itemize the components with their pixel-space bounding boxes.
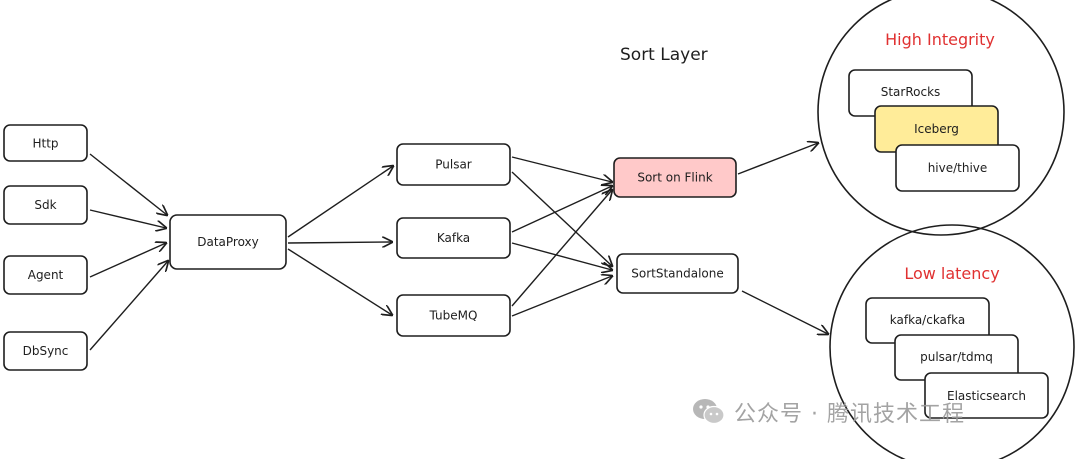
target-node-label: Elasticsearch [947,389,1026,403]
watermark: 公众号 · 腾讯技术工程 [692,396,965,428]
sort-flink-node: Sort on Flink [613,157,737,198]
dataproxy-label: DataProxy [197,235,259,249]
edge-dataproxy-pulsar [287,166,393,238]
target-node-pulsar-tdmq: pulsar/tdmq [894,334,1019,381]
target-node-label: kafka/ckafka [890,313,965,327]
edge-pulsar-standalone [511,171,612,266]
source-node-label: Sdk [34,198,56,212]
target-node-kafka-ckafka: kafka/ckafka [865,297,990,344]
target-node-iceberg: Iceberg [874,105,999,153]
sort-standalone-label: SortStandalone [631,267,724,281]
edge-kafka-flink [511,186,612,233]
low-latency-group: Low latency kafka/ckafka pulsar/tdmq Ela… [829,224,1075,459]
source-node-http: Http [3,124,88,162]
edge-http-dataproxy [89,153,167,215]
edge-kafka-standalone [511,242,612,270]
target-node-elasticsearch: Elasticsearch [924,372,1049,419]
source-node-sdk: Sdk [3,185,88,225]
queue-node-kafka: Kafka [396,217,511,259]
dataproxy-node: DataProxy [169,214,287,270]
low-latency-title: Low latency [904,264,999,283]
edge-standalone-low-latency [741,290,828,334]
target-node-hive: hive/thive [895,144,1020,192]
high-integrity-group: High Integrity StarRocks Iceberg hive/th… [817,0,1065,236]
target-node-label: pulsar/tdmq [920,350,993,364]
edge-dataproxy-tubemq [287,248,392,315]
source-node-label: Http [32,137,58,151]
target-node-label: hive/thive [928,161,988,175]
edge-tubemq-standalone [511,276,612,317]
queue-node-tubemq: TubeMQ [396,294,511,337]
watermark-text: 公众号 · 腾讯技术工程 [734,402,965,427]
target-node-label: Iceberg [914,122,959,136]
edge-dataproxy-kafka [287,242,392,243]
wechat-icon [693,399,725,425]
queue-node-label: TubeMQ [429,309,478,323]
target-node-label: StarRocks [881,85,941,99]
sort-flink-label: Sort on Flink [637,171,712,185]
high-integrity-title: High Integrity [885,30,995,49]
edge-flink-high-integrity [737,143,818,175]
source-node-dbsync: DbSync [3,331,88,371]
source-node-label: Agent [28,268,64,282]
sort-standalone-node: SortStandalone [616,253,739,294]
edge-sdk-dataproxy [89,209,166,228]
edge-tubemq-flink [511,190,612,307]
edge-pulsar-flink [511,156,612,182]
source-node-label: DbSync [23,344,69,358]
sort-layer-title: Sort Layer [620,45,708,65]
queue-node-label: Pulsar [435,158,472,172]
edge-dbsync-dataproxy [89,261,168,351]
queue-node-label: Kafka [437,231,470,245]
edge-agent-dataproxy [89,243,166,278]
queue-node-pulsar: Pulsar [396,143,511,186]
source-node-agent: Agent [3,255,88,295]
